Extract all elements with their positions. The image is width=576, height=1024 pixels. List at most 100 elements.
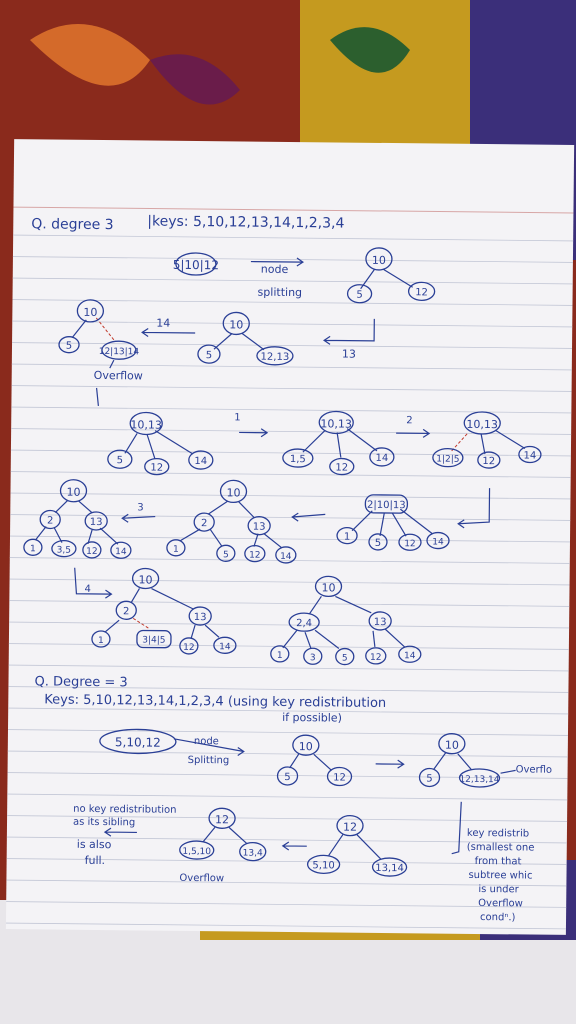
tree-t1: 10 5 12 (346, 247, 436, 304)
node-f (275, 546, 297, 564)
node-label: 13 (90, 517, 103, 528)
node-5-10-12-q2 (99, 728, 177, 755)
node-label: 14 (115, 547, 127, 557)
node-label: 3,5 (57, 546, 71, 556)
ruled-line (10, 492, 571, 500)
node-root (76, 299, 105, 323)
node-left (346, 284, 373, 304)
note-right-line: from that (475, 856, 522, 867)
node-label: 5,10 (312, 860, 334, 871)
node-root (219, 479, 248, 504)
step-1: 1 (234, 412, 240, 423)
node-splitting-q2-2: Splitting (188, 755, 230, 766)
node-label: 10 (372, 254, 386, 267)
arrow-left-2 (291, 512, 326, 522)
node-splitting-label-1: node (261, 263, 289, 276)
node-a (115, 600, 137, 620)
ruled-line (8, 686, 569, 693)
node-f (365, 647, 387, 665)
tree-t5: 10,13 1,5 12 14 (282, 410, 395, 476)
ruled-line (11, 385, 572, 392)
node-a (282, 448, 314, 468)
ruled-line (13, 234, 574, 242)
node-label: 12 (150, 463, 163, 474)
node-label: 12 (335, 462, 348, 473)
q2-keys: Keys: 5,10,12,13,14,1,2,3,4 (using key r… (44, 692, 386, 711)
ruled-line (8, 664, 569, 672)
node-label: 10 (445, 739, 459, 752)
node-label: 2,4 (296, 618, 312, 629)
node-b (368, 533, 388, 551)
ruled-line (12, 277, 573, 285)
ruled-line (12, 256, 573, 263)
ruled-line (9, 557, 570, 564)
node-label: 12 (343, 821, 357, 834)
ruled-line (6, 858, 567, 865)
tree-t3: 10 5 12|13|14 Overflow (58, 299, 143, 383)
node-label: 12 (404, 539, 416, 549)
node-c (398, 533, 422, 551)
ruled-line (10, 535, 570, 543)
overflow-bottom-label: Overflow (179, 873, 224, 884)
node-label: 10 (83, 306, 97, 319)
step-14: 14 (156, 317, 170, 330)
node-label: 5 (426, 773, 432, 784)
q1-keys: |keys: 5,10,12,13,14,1,2,3,4 (147, 213, 344, 231)
node-d (51, 539, 77, 558)
node-label: 1|2|5 (436, 455, 459, 465)
node-label: 1 (98, 636, 104, 646)
node-label: 14 (523, 450, 536, 461)
node-e (82, 541, 102, 559)
node-label: 13 (253, 522, 266, 533)
ruled-line (8, 643, 569, 650)
node-f (213, 636, 237, 654)
overflow-label-1: Overflow (94, 369, 143, 383)
ruled-line (9, 600, 570, 607)
tree-t8: 10 2 13 1 5 12 14 (166, 479, 297, 564)
node-root (314, 575, 343, 598)
arrow-step-2 (396, 428, 431, 438)
node-label: 13 (194, 612, 207, 623)
node-e (179, 637, 199, 655)
node-label: 12 (86, 547, 98, 557)
node-label: 10 (226, 486, 240, 499)
node-5-10-12 (175, 252, 217, 276)
node-label: 12,13 (261, 352, 290, 363)
node-label: 1 (30, 544, 36, 554)
node-label: 10 (229, 318, 243, 331)
node-c (188, 450, 214, 470)
arrow-step-4 (74, 567, 113, 599)
note-right: key redistrib (smallest one from that su… (467, 828, 535, 924)
tree-t4: 10,13 5 12 14 (107, 411, 214, 476)
node-c (23, 538, 43, 556)
node-label: 5 (117, 455, 123, 466)
node-b (144, 457, 170, 476)
paper-sheet (5, 139, 575, 935)
node-root (208, 807, 236, 829)
node-root (364, 494, 409, 514)
tree-u2: 10 5 12,13,14 Overflo (418, 733, 552, 788)
tree-t7: 2|10|13 1 5 12 14 (336, 494, 450, 551)
node-c (518, 445, 542, 464)
arrow-step-3 (121, 513, 156, 523)
node-label: 2 (201, 518, 207, 529)
ruled-line (12, 320, 573, 328)
tree-t2: 10 5 12,13 (197, 311, 294, 366)
note-right-line: key redistrib (467, 828, 529, 840)
step-4: 4 (84, 584, 90, 595)
node-root (292, 734, 320, 756)
node-root (318, 410, 354, 435)
node-label: 12 (249, 551, 261, 561)
q2-keys-sub: if possible) (282, 711, 342, 725)
node-label: 5 (223, 550, 229, 560)
q1-header: Q. degree 3 (31, 216, 114, 233)
step-3: 3 (137, 502, 143, 513)
node-d (303, 647, 323, 665)
node-a (276, 766, 299, 786)
node-b (188, 606, 212, 626)
q2-header: Q. Degree = 3 (34, 674, 127, 690)
node-root (131, 567, 160, 590)
arrow-split-2 (173, 738, 245, 756)
ruled-line (6, 879, 567, 887)
